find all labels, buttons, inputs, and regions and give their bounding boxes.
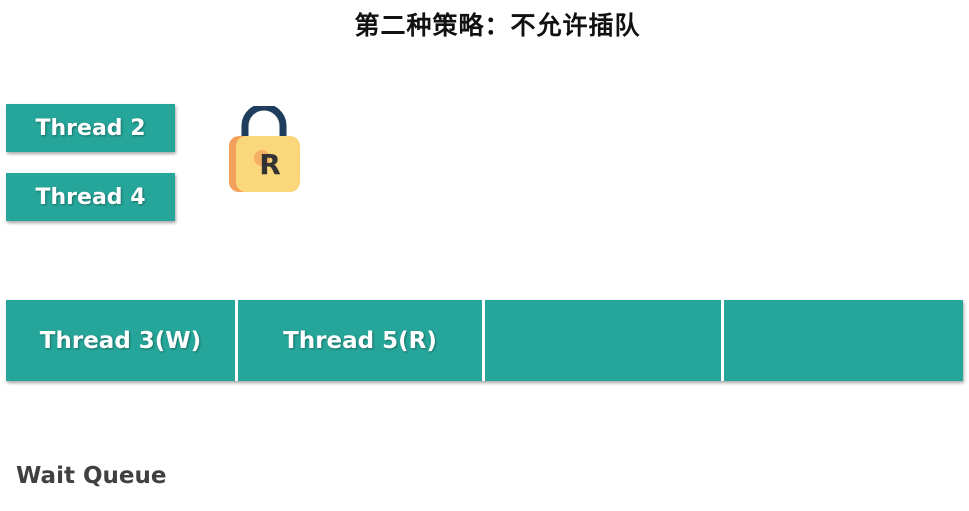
- queue-slot: Thread 5(R): [238, 300, 482, 381]
- padlock-graphic: [229, 106, 300, 192]
- diagram-title: 第二种策略：不允许插队: [354, 11, 641, 40]
- queue-slot-empty: [724, 300, 963, 381]
- lock-holder-thread: Thread 2: [6, 104, 175, 152]
- padlock-icon: R: [228, 106, 304, 196]
- lock-mode-letter: R: [259, 148, 281, 181]
- lock-holder-thread: Thread 4: [6, 173, 175, 221]
- queue-slot: Thread 3(W): [6, 300, 235, 381]
- wait-queue-caption: Wait Queue: [16, 463, 167, 489]
- wait-queue: Thread 3(W) Thread 5(R): [6, 300, 963, 381]
- queue-slot-empty: [485, 300, 721, 381]
